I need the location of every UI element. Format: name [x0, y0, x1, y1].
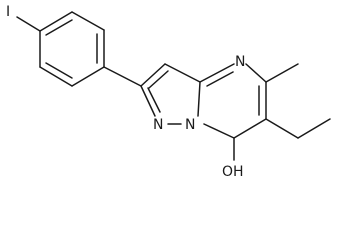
structure-canvas: I N N N OH [6, 4, 331, 180]
bond-c2-c3-inner [148, 70, 169, 89]
bond-biaryl [103, 66, 142, 87]
atom-n7a: N [185, 117, 195, 133]
bond-c2-n1-inner [147, 87, 161, 113]
atom-hydroxyl: OH [222, 164, 244, 180]
bond-c3a-n4-inner [206, 71, 234, 87]
atom-n1: N [153, 117, 163, 133]
bond-phenyl-4 [71, 66, 105, 87]
bond-c6-c7 [233, 118, 267, 139]
bond-methyl [265, 63, 299, 83]
bond-c2-n1 [140, 85, 156, 117]
bond-phenyl-1 [39, 11, 73, 32]
bond-c3-c3a [164, 63, 201, 83]
atom-labels: I N N N OH [6, 4, 245, 180]
bond-n4-c5 [245, 63, 267, 83]
bond-phenyl-5 [39, 66, 73, 87]
bond-ethyl-2 [297, 118, 331, 139]
bond-c7-n7a [203, 123, 235, 139]
molecule-drawing: I N N N OH [6, 4, 331, 180]
bond-c2-c3 [140, 63, 166, 87]
bond-c3a-n7a [197, 81, 201, 117]
bond-ethyl-1 [265, 118, 299, 139]
bond-phenyl-1-inner [45, 19, 73, 36]
bond-c3a-n4 [199, 63, 235, 83]
bond-phenyl-2 [71, 11, 105, 31]
atom-n4: N [235, 54, 245, 70]
bond-phenyl-5-inner [45, 62, 73, 79]
atom-iodine: I [6, 4, 10, 20]
bond-c-i [16, 16, 41, 32]
bond-lines [16, 11, 331, 161]
